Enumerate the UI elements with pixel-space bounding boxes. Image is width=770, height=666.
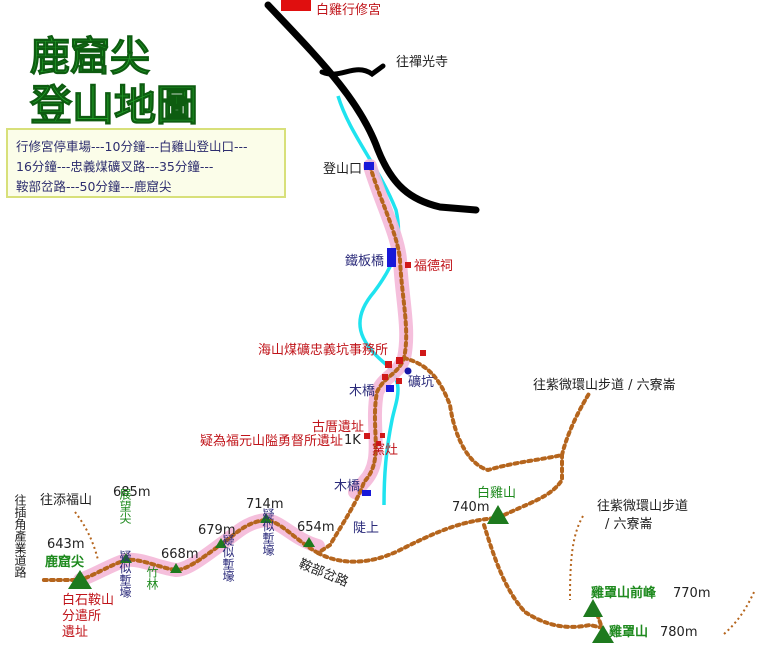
office-marker-3	[420, 350, 426, 356]
label-baishi-ruin-2: 分遣所	[62, 609, 101, 624]
office-marker-1	[396, 357, 403, 364]
label-lukujian: 鹿窟尖	[45, 554, 84, 570]
wood-bridge-1-marker	[386, 385, 394, 392]
lookout-peak-icon	[120, 553, 132, 563]
ruin-marker	[364, 433, 370, 439]
label-lookout: 展望尖	[118, 488, 132, 524]
label-bamboo: 竹林	[145, 566, 159, 590]
label-to-ziwei-2b: / 六寮崙	[605, 516, 653, 532]
peak-679-icon	[215, 538, 227, 548]
trail-to-tianfu	[74, 511, 99, 561]
kiln-marker-1	[380, 433, 385, 438]
trail-baiji-east	[496, 453, 564, 520]
temple-marker	[281, 0, 311, 11]
label-iron-bridge: 鐵板橋	[345, 253, 384, 269]
label-jizhao-front: 雞罩山前峰	[590, 585, 657, 601]
label-alt-685: 685m	[113, 485, 150, 500]
trailhead-bridge	[364, 162, 374, 170]
label-shore: 陡上	[353, 521, 379, 536]
label-fude-shrine: 福德祠	[414, 259, 453, 274]
label-jizhao-alt: 780m	[660, 625, 697, 640]
jizhao-peak-icon	[592, 625, 614, 643]
peak-668-icon	[170, 563, 182, 573]
wood-bridge-2-marker	[362, 490, 371, 496]
branch-road	[319, 63, 386, 78]
main-road	[264, 1, 480, 214]
baiji-peak-icon	[487, 505, 509, 524]
trail-east-2	[569, 515, 584, 601]
label-marker-1k: 1K	[344, 433, 361, 448]
trail-east-3	[723, 589, 756, 635]
title-line-1: 鹿窟尖	[30, 34, 150, 80]
label-temple: 白雞行修宮	[316, 2, 381, 18]
jizhao-front-peak-icon	[583, 599, 603, 617]
peak-654-icon	[303, 537, 315, 547]
label-baiji-peak: 白雞山	[477, 485, 516, 501]
kiln-marker-2	[376, 441, 381, 446]
title-line-2: 登山地圖	[29, 81, 198, 130]
mine-pit-marker	[404, 367, 412, 375]
label-wood-bridge-1: 木橋	[349, 384, 375, 399]
route-time-box: 行修宮停車場---10分鐘---白雞山登山口--- 16分鐘---忠義煤礦叉路-…	[6, 128, 286, 198]
label-jizhao: 雞罩山	[608, 624, 648, 640]
label-alt-714: 714m	[246, 497, 283, 512]
label-baishi-ruin-3: 遺址	[62, 625, 88, 640]
label-alt-654: 654m	[297, 520, 334, 535]
label-trailhead: 登山口	[323, 162, 362, 177]
label-to-ziwei-2a: 往紫微環山步道	[597, 499, 688, 514]
label-to-tianfu: 往添福山	[40, 493, 92, 508]
office-marker-4	[382, 374, 388, 380]
label-alt-668: 668m	[161, 547, 198, 562]
trail-ridge	[38, 517, 320, 582]
label-to-chanqiang: 往禪光寺	[396, 54, 448, 70]
label-mine-office: 海山煤礦忠義坑事務所	[258, 342, 388, 358]
label-ruin-1k: 疑為福元山隘勇督所遺址	[200, 433, 343, 449]
iron-bridge-marker	[387, 248, 396, 267]
trail-east-up	[560, 390, 592, 457]
label-alt-643: 643m	[47, 537, 84, 552]
trail-baiji-south	[482, 523, 605, 630]
office-marker-2	[385, 361, 392, 368]
label-baiji-alt: 740m	[452, 500, 489, 515]
trail-saddle-baiji	[316, 516, 500, 564]
fude-shrine-marker	[405, 262, 411, 268]
route-time-line-1: 行修宮停車場---10分鐘---白雞山登山口---	[16, 139, 248, 154]
label-saddle: 鞍部岔路	[297, 556, 351, 590]
label-jizhao-front-alt: 770m	[673, 586, 710, 601]
label-alt-679: 679m	[198, 523, 235, 538]
label-kiln: 窯灶	[372, 443, 398, 458]
label-ancient-ruin: 古厝遺址	[312, 420, 364, 435]
label-trench-2: 疑似塹壕	[221, 533, 235, 582]
peak-714-icon	[260, 513, 272, 523]
label-to-chajiao: 往插角產業道路	[13, 493, 27, 579]
label-to-ziwei-1: 往紫微環山步道 / 六寮崙	[533, 377, 676, 393]
label-trench-1: 疑似塹壕	[118, 549, 132, 598]
trail-main	[316, 164, 409, 555]
lukujian-peak-icon	[68, 570, 92, 589]
route-time-line-2: 16分鐘---忠義煤礦叉路---35分鐘---	[16, 159, 214, 174]
label-mine-pit: 礦坑	[408, 374, 434, 390]
label-wood-bridge-2: 木橋	[334, 479, 360, 494]
label-trench-3: 疑似塹壕	[261, 507, 275, 556]
office-marker-5	[396, 378, 402, 384]
trail-mine-east	[402, 356, 564, 473]
route-time-line-3: 鞍部岔路---50分鐘---鹿窟尖	[16, 179, 172, 194]
label-baishi-ruin-1: 白石鞍山	[62, 592, 114, 608]
